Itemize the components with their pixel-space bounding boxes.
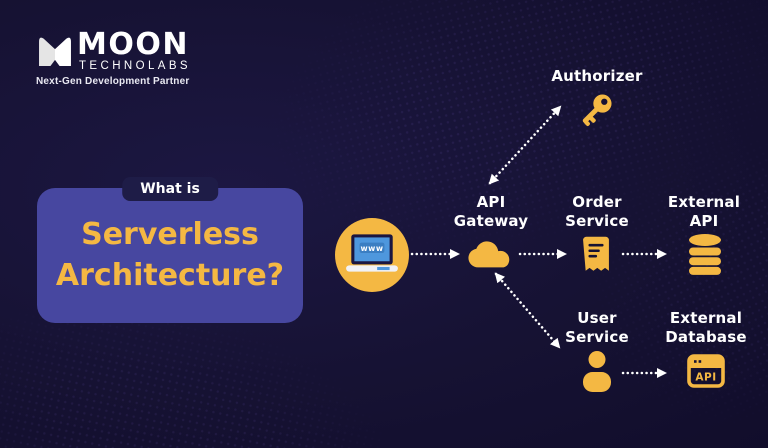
title-card-badge: What is <box>122 177 218 201</box>
brand-tagline: Next-Gen Development Partner <box>36 76 190 87</box>
brand-name: MOON <box>77 27 189 62</box>
laptop-screen-text: www <box>360 244 383 253</box>
label-user-service: User Service <box>565 309 629 346</box>
label-api-gateway: API Gateway <box>453 193 529 230</box>
external-api-node <box>687 233 723 281</box>
brand-subname: TECHNOLABS <box>79 60 191 72</box>
cloud-icon <box>468 241 510 268</box>
title-line-2: Architecture? <box>55 258 285 293</box>
label-order-service: Order Service <box>565 193 629 230</box>
moon-logo-icon <box>39 37 71 66</box>
order-service-node <box>582 235 610 277</box>
user-service-node <box>581 350 613 396</box>
label-external-api: External API <box>667 193 741 230</box>
label-external-database: External Database <box>665 309 747 346</box>
laptop-www-icon: www <box>346 234 398 272</box>
key-icon <box>582 94 612 126</box>
authorizer-node <box>574 90 616 136</box>
api-gateway-node <box>467 238 513 274</box>
label-authorizer: Authorizer <box>551 67 643 85</box>
api-window-text: API <box>695 372 716 384</box>
title-line-1: Serverless <box>81 217 259 252</box>
arrow-gateway-user-service <box>494 272 561 349</box>
client-node: www <box>335 218 409 292</box>
external-database-node: API <box>686 351 726 395</box>
page-title: Serverless Architecture? <box>37 214 303 296</box>
database-icon <box>689 234 721 275</box>
receipt-icon <box>583 236 609 271</box>
api-browser-icon: API <box>687 354 725 388</box>
title-card: What is Serverless Architecture? <box>37 177 303 323</box>
person-icon <box>583 351 611 392</box>
